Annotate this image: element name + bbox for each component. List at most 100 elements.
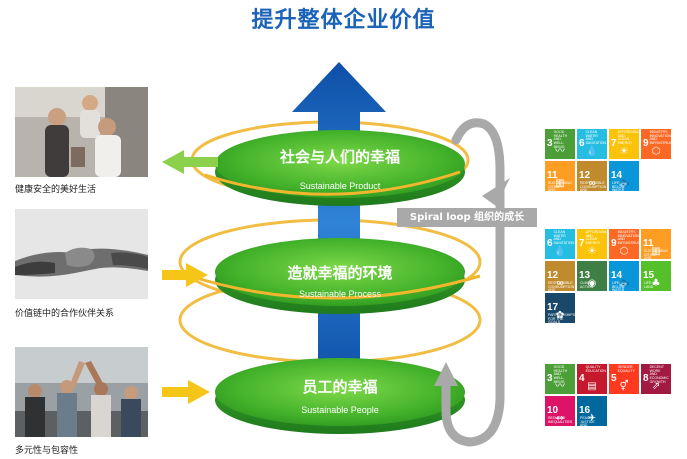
sdg-goal-5: 5GENDER EQUALITY ⚥ bbox=[609, 364, 639, 394]
sdg-goal-text: AFFORDABLE AND CLEAN ENERGY bbox=[585, 230, 607, 246]
sdg-goal-3: 3GOOD HEALTH AND WELL-BEING〰 bbox=[545, 364, 575, 394]
side-caption-2: 价值链中的合作伙伴关系 bbox=[15, 309, 115, 319]
sdg-goal-text: RESPONSIBLE CONSUMPTION AND PRODUCTION bbox=[548, 281, 575, 291]
disc-process bbox=[215, 238, 465, 306]
family-photo bbox=[15, 87, 148, 177]
sdg-goal-number: 12 bbox=[579, 170, 591, 181]
cubes-icon: ⬡ bbox=[651, 146, 661, 157]
sdg-goal-text: GENDER EQUALITY bbox=[617, 365, 635, 373]
sdg-goal-text: CLIMATE ACTION bbox=[580, 281, 595, 289]
sdg-goal-14: 14LIFE BELOW WATER🐟 bbox=[609, 161, 639, 191]
page-title: 提升整体企业价值 bbox=[251, 8, 436, 33]
sdg-goal-17: 17PARTNERSHIPS FOR THE GOALS✿ bbox=[545, 293, 575, 323]
sun-icon: ☀ bbox=[587, 246, 597, 257]
sdg-goal-14: 14LIFE BELOW WATER🐟 bbox=[609, 261, 639, 291]
sdg-goal-7: 7AFFORDABLE AND CLEAN ENERGY☀ bbox=[577, 229, 607, 259]
book-icon: ▤ bbox=[587, 381, 597, 392]
sdg-goal-number: 16 bbox=[579, 405, 591, 416]
equal-icon: ⇔ bbox=[555, 413, 565, 424]
sdg-goal-text: INDUSTRY, INNOVATION AND INFRASTRUCTURE bbox=[617, 230, 639, 246]
sdg-goal-text: CLEAN WATER AND SANITATION bbox=[553, 230, 575, 246]
sdg-goal-text: SUSTAINABLE CITIES AND COMMUNITIES bbox=[548, 181, 572, 191]
sdg-goal-number: 10 bbox=[547, 405, 559, 416]
sdg-goal-number: 9 bbox=[643, 138, 649, 149]
sdg-group-people: 3GOOD HEALTH AND WELL-BEING〰4QUALITY EDU… bbox=[545, 364, 671, 426]
fish-icon: 🐟 bbox=[617, 178, 631, 189]
sdg-goal-11: 11SUSTAINABLE CITIES AND COMMUNITIES▥ bbox=[641, 229, 671, 259]
buildings-icon: ▥ bbox=[555, 178, 565, 189]
layer-process-title: 造就幸福的环境 bbox=[287, 264, 393, 282]
sdg-goal-number: 5 bbox=[611, 373, 617, 384]
team-highfive-photo bbox=[15, 347, 148, 437]
sdg-goal-4: 4QUALITY EDUCATION ▤ bbox=[577, 364, 607, 394]
sdg-goal-text: GOOD HEALTH AND WELL-BEING bbox=[553, 365, 568, 384]
sdg-goal-9: 9INDUSTRY, INNOVATION AND INFRASTRUCTURE… bbox=[609, 229, 639, 259]
sdg-goal-6: 6CLEAN WATER AND SANITATION💧 bbox=[577, 129, 607, 159]
sdg-goal-15: 15LIFE ON LAND♣ bbox=[641, 261, 671, 291]
flower-icon: ✿ bbox=[555, 310, 565, 321]
gender-icon: ⚥ bbox=[619, 381, 629, 392]
sdg-goal-text: DECENT WORK AND ECONOMIC GROWTH bbox=[649, 365, 669, 384]
disc-people bbox=[215, 358, 465, 426]
side-caption-1: 健康安全的美好生活 bbox=[15, 185, 97, 195]
sdg-goal-11: 11SUSTAINABLE CITIES AND COMMUNITIES▥ bbox=[545, 161, 575, 191]
arrow-to-people bbox=[162, 380, 210, 404]
sdg-goal-text: RESPONSIBLE CONSUMPTION AND PRODUCTION bbox=[580, 181, 607, 191]
sdg-goal-10: 10REDUCED INEQUALITIES⇔ bbox=[545, 396, 575, 426]
eye-icon: ◉ bbox=[587, 278, 597, 289]
sdg-goal-number: 3 bbox=[547, 373, 553, 384]
sdg-goal-number: 9 bbox=[611, 238, 617, 249]
droplet-icon: 💧 bbox=[553, 246, 567, 257]
layer-people-title: 员工的幸福 bbox=[302, 378, 378, 396]
sdg-goal-16: 16PEACE, JUSTICE AND STRONG INSTITUTIONS… bbox=[577, 396, 607, 426]
sdg-goal-number: 7 bbox=[611, 138, 617, 149]
sdg-goal-7: 7AFFORDABLE AND CLEAN ENERGY☀ bbox=[609, 129, 639, 159]
sdg-goal-number: 4 bbox=[579, 373, 585, 384]
sun-icon: ☀ bbox=[619, 146, 629, 157]
sdg-goal-text: PEACE, JUSTICE AND STRONG INSTITUTIONS bbox=[580, 416, 595, 426]
cubes-icon: ⬡ bbox=[619, 246, 629, 257]
sdg-goal-number: 12 bbox=[547, 270, 559, 281]
sdg-goal-text: LIFE BELOW WATER bbox=[612, 181, 625, 191]
arrow-to-process bbox=[162, 263, 208, 287]
spiral-loop-label: Spiral loop 组织的成长 bbox=[397, 208, 537, 227]
sdg-goal-text: GOOD HEALTH AND WELL-BEING bbox=[553, 130, 568, 149]
sdg-goal-number: 7 bbox=[579, 238, 585, 249]
sdg-goal-number: 13 bbox=[579, 270, 591, 281]
sdg-goal-13: 13CLIMATE ACTION◉ bbox=[577, 261, 607, 291]
sdg-goal-number: 11 bbox=[643, 238, 654, 249]
sdg-goal-number: 3 bbox=[547, 138, 553, 149]
chart-icon: ⇗ bbox=[651, 381, 661, 392]
growth-arrow bbox=[292, 62, 386, 382]
sdg-goal-8: 8DECENT WORK AND ECONOMIC GROWTH⇗ bbox=[641, 364, 671, 394]
sdg-goal-text: SUSTAINABLE CITIES AND COMMUNITIES bbox=[644, 249, 668, 259]
sdg-goal-number: 8 bbox=[643, 373, 649, 384]
dove-icon: ✈ bbox=[587, 413, 597, 424]
sdg-goal-number: 15 bbox=[643, 270, 655, 281]
sdg-goal-number: 6 bbox=[547, 238, 553, 249]
sdg-group-process: 6CLEAN WATER AND SANITATION💧7AFFORDABLE … bbox=[545, 229, 671, 323]
heartbeat-icon: 〰 bbox=[555, 146, 565, 157]
layer-people-subtitle: Sustainable People bbox=[301, 405, 379, 415]
sdg-goal-number: 14 bbox=[611, 170, 623, 181]
droplet-icon: 💧 bbox=[585, 146, 599, 157]
sdg-goal-3: 3GOOD HEALTH AND WELL-BEING〰 bbox=[545, 129, 575, 159]
layer-process-subtitle: Sustainable Process bbox=[298, 289, 382, 299]
sdg-goal-12: 12RESPONSIBLE CONSUMPTION AND PRODUCTION… bbox=[545, 261, 575, 291]
disc-product bbox=[215, 130, 465, 198]
sdg-goal-text: LIFE BELOW WATER bbox=[612, 281, 625, 291]
sdg-goal-number: 17 bbox=[547, 302, 559, 313]
sdg-goal-number: 6 bbox=[579, 138, 585, 149]
spiral-loop-arrow bbox=[441, 118, 505, 447]
sdg-goal-text: INDUSTRY, INNOVATION AND INFRASTRUCTURE bbox=[649, 130, 671, 146]
side-caption-3: 多元性与包容性 bbox=[15, 446, 79, 456]
sdg-goal-text: LIFE ON LAND bbox=[644, 281, 658, 289]
sdg-goal-number: 14 bbox=[611, 270, 623, 281]
sdg-goal-text: REDUCED INEQUALITIES bbox=[548, 416, 573, 424]
heartbeat-icon: 〰 bbox=[555, 381, 565, 392]
layer-product-title: 社会与人们的幸福 bbox=[279, 148, 400, 166]
sdg-goal-text: QUALITY EDUCATION bbox=[585, 365, 606, 373]
sdg-goal-6: 6CLEAN WATER AND SANITATION💧 bbox=[545, 229, 575, 259]
sdg-goal-9: 9INDUSTRY, INNOVATION AND INFRASTRUCTURE… bbox=[641, 129, 671, 159]
